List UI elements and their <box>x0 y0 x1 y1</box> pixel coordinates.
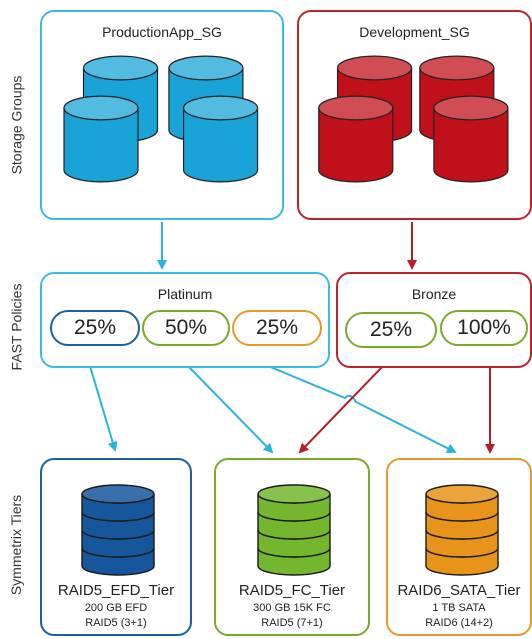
tier-efd: RAID5_EFD_Tier 200 GB EFD RAID5 (3+1) <box>40 458 192 636</box>
allocation-platinum-fc: 50% <box>142 310 230 346</box>
cylinder-shape <box>318 95 394 183</box>
tier-drive-type: 200 GB EFD <box>84 602 148 614</box>
arrow-bronze-to-fc <box>298 365 384 454</box>
disk-stack-icon <box>254 482 334 582</box>
policy-name: Platinum <box>157 286 213 302</box>
tier-drive-type: 1 TB SATA <box>432 602 486 614</box>
policy-name: Bronze <box>411 286 457 302</box>
disk-stack-shape <box>81 484 155 576</box>
tier-raid-config: RAID5 (3+1) <box>85 617 147 629</box>
tier-name: RAID5_EFD_Tier <box>57 582 175 599</box>
arrow-platinum-to-efd <box>89 365 118 452</box>
disk-stack-icon <box>422 482 502 582</box>
disk-stack-icon <box>78 482 158 582</box>
cylinder-shape <box>63 95 139 183</box>
tier-raid-config: RAID6 (14+2) <box>425 617 493 629</box>
arrow-platinum-to-sata <box>267 365 457 453</box>
tier-drive-type: 300 GB 15K FC <box>253 602 331 614</box>
allocation-bronze-fc: 25% <box>345 312 437 348</box>
tier-name: RAID6_SATA_Tier <box>397 582 521 599</box>
allocation-bronze-sata: 100% <box>440 310 528 346</box>
tier-fc: RAID5_FC_Tier 300 GB 15K FC RAID5 (7+1) <box>214 458 370 636</box>
disk-stack-shape <box>257 484 331 576</box>
allocation-platinum-efd: 25% <box>50 310 140 346</box>
storage-group-name: Development_SG <box>359 24 470 40</box>
volume-group-icon <box>40 48 284 218</box>
disk-stack-shape <box>425 484 499 576</box>
tier-raid-config: RAID5 (7+1) <box>261 617 323 629</box>
cylinder-shape <box>433 95 509 183</box>
tier-sata: RAID6_SATA_Tier 1 TB SATA RAID6 (14+2) <box>386 458 532 636</box>
volume-group-icon <box>297 48 532 218</box>
tier-name: RAID5_FC_Tier <box>238 582 346 599</box>
arrow-platinum-to-fc <box>187 365 274 454</box>
storage-group-name: ProductionApp_SG <box>102 24 222 40</box>
cylinder-shape <box>182 95 259 183</box>
allocation-platinum-sata: 25% <box>232 310 322 346</box>
